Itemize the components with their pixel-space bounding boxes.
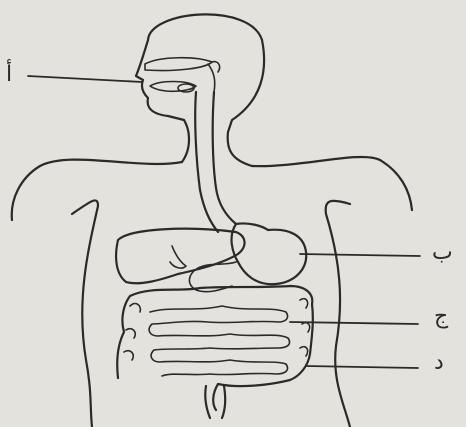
uvula (212, 62, 220, 72)
label-ba: ب (432, 242, 453, 264)
colon-haustra (124, 299, 310, 360)
left-torso-side (72, 200, 98, 427)
nasal-cavity (145, 58, 212, 71)
liver (116, 229, 245, 284)
stomach (232, 223, 307, 284)
leader-line-a (28, 76, 142, 82)
label-dal: د (434, 352, 444, 374)
leader-line-b (300, 254, 420, 256)
small-intestine (149, 306, 289, 376)
pharynx (208, 64, 215, 92)
tongue (150, 82, 196, 92)
right-torso-side (326, 201, 350, 427)
esophagus-right-wall (213, 92, 236, 224)
label-jim: ج (434, 306, 448, 328)
gallbladder (170, 246, 186, 268)
leader-line-d (306, 366, 418, 368)
label-alef: أ (6, 64, 12, 86)
